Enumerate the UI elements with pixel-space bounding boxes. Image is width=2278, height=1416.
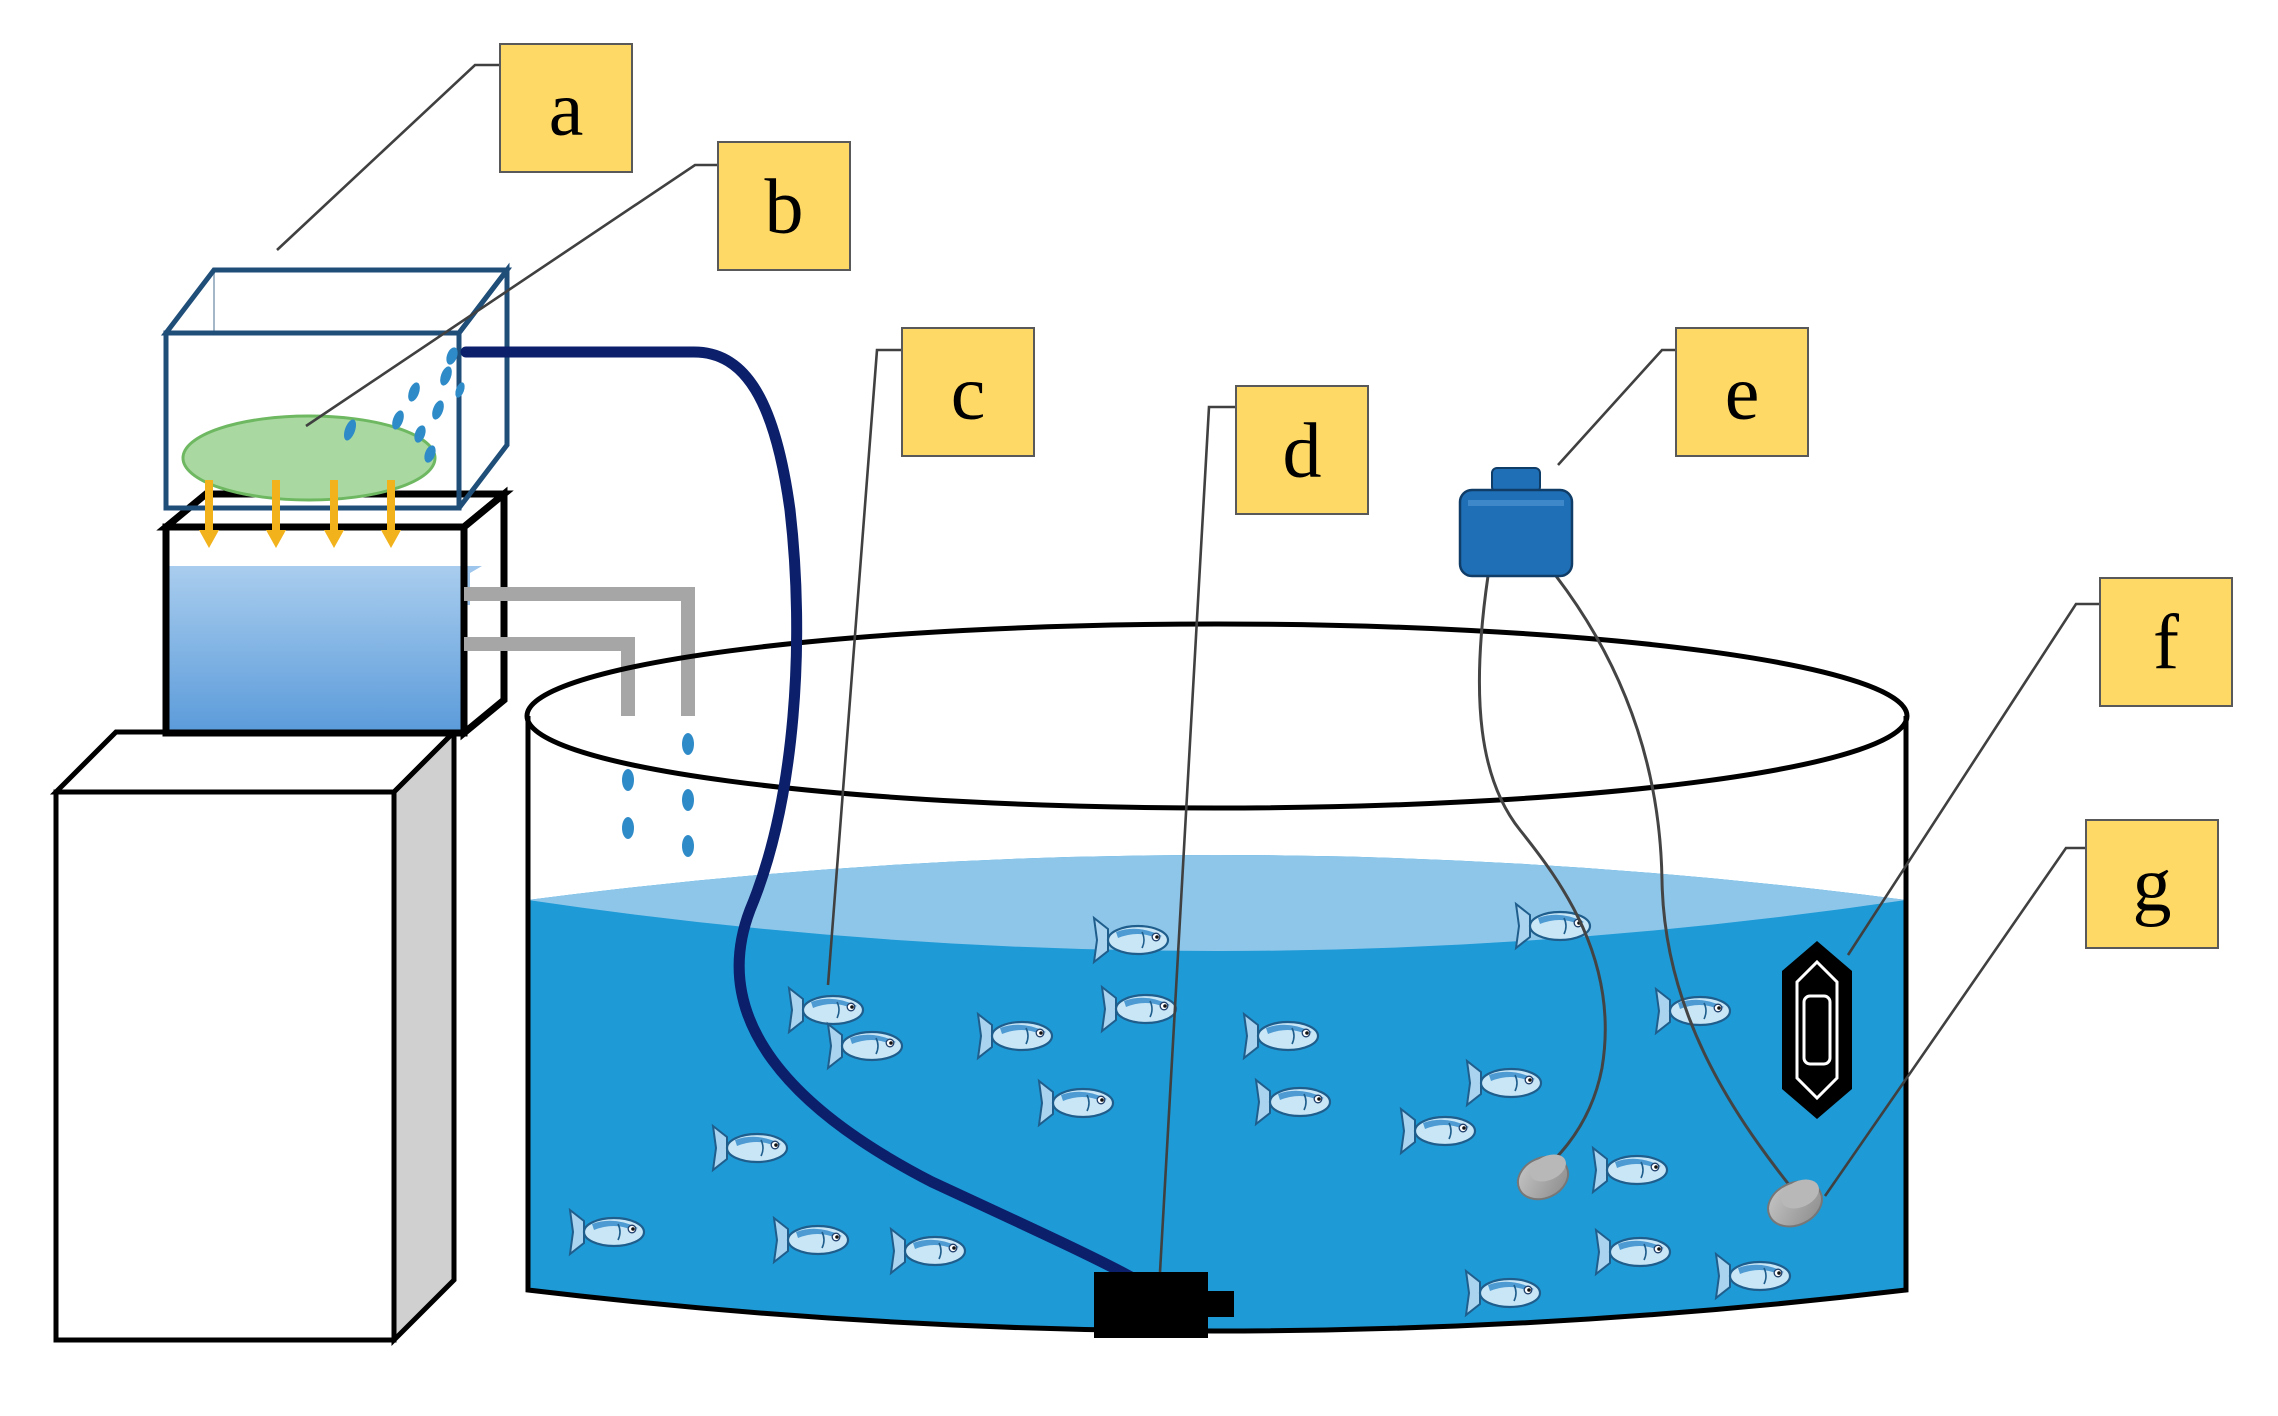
label-e: e bbox=[1675, 327, 1809, 457]
label-c: c bbox=[901, 327, 1035, 457]
tank-water bbox=[528, 855, 1906, 1329]
svg-text:d: d bbox=[1283, 407, 1322, 494]
svg-text:g: g bbox=[2133, 841, 2172, 928]
svg-text:b: b bbox=[765, 163, 804, 250]
reservoir-water bbox=[166, 566, 464, 733]
svg-text:c: c bbox=[951, 349, 986, 436]
svg-text:a: a bbox=[549, 65, 584, 152]
plant-plate bbox=[181, 414, 437, 502]
flow-arrows bbox=[199, 480, 401, 548]
svg-text:e: e bbox=[1725, 349, 1760, 436]
label-a: a bbox=[499, 43, 633, 173]
label-g: g bbox=[2085, 819, 2219, 949]
label-f: f bbox=[2099, 577, 2233, 707]
leader-lines bbox=[276, 63, 2100, 1273]
label-d: d bbox=[1235, 385, 1369, 515]
stand bbox=[49, 725, 461, 1347]
pump-hose bbox=[460, 346, 1146, 1288]
reservoir bbox=[156, 486, 514, 741]
droplets-falling bbox=[622, 733, 694, 857]
droplets-grow-bed bbox=[343, 347, 465, 463]
probe-icon bbox=[1516, 1154, 1570, 1201]
fish-tank bbox=[524, 621, 1910, 1334]
svg-text:f: f bbox=[2153, 599, 2179, 686]
heater-icon bbox=[1782, 941, 1852, 1119]
meter-icon bbox=[1458, 467, 1574, 578]
probe-icon bbox=[1767, 1179, 1823, 1228]
label-b: b bbox=[717, 141, 851, 271]
outlet-pipes bbox=[464, 587, 695, 740]
pump-icon bbox=[1094, 1272, 1234, 1338]
meter-cables bbox=[1477, 575, 1792, 1187]
